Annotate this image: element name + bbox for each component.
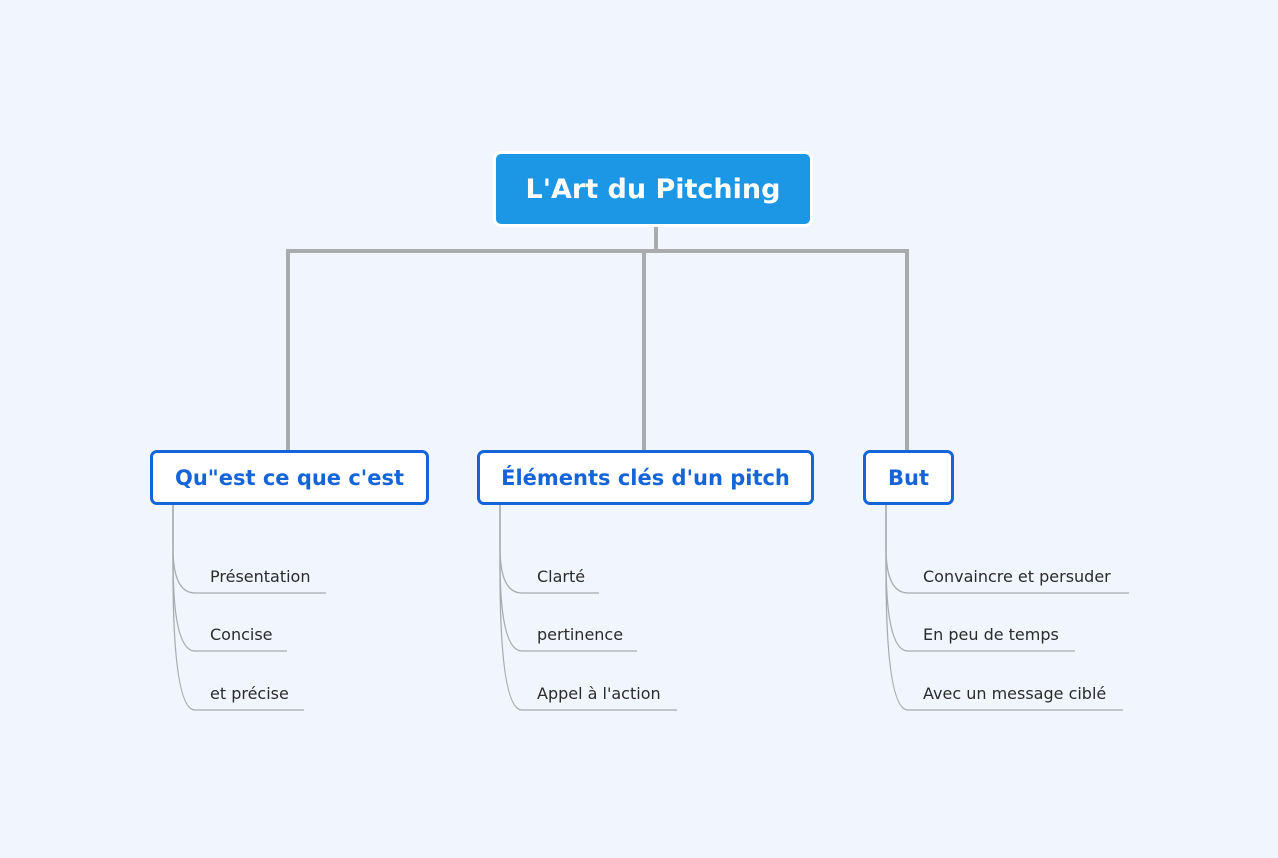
subtopic-relevance[interactable]: pertinence (537, 625, 624, 644)
sub-connector-2-3 (499, 505, 677, 711)
central-topic[interactable]: L'Art du Pitching (493, 151, 813, 227)
subtopic-clarity[interactable]: Clarté (537, 567, 586, 586)
sub-connector-1-3 (172, 505, 304, 711)
subtopic-call-to-action[interactable]: Appel à l'action (537, 684, 661, 703)
main-topic-what-is-it[interactable]: Qu"est ce que c'est (150, 450, 429, 505)
subtopic-targeted-message[interactable]: Avec un message ciblé (923, 684, 1107, 703)
main-topic-key-elements[interactable]: Éléments clés d'un pitch (477, 450, 814, 505)
subtopic-convince[interactable]: Convaincre et persuder (923, 567, 1111, 586)
subtopic-concise[interactable]: Concise (210, 625, 273, 644)
trunk-connectors (286, 227, 909, 450)
main-topic-goal[interactable]: But (863, 450, 954, 505)
subtopic-presentation[interactable]: Présentation (210, 567, 311, 586)
sub-connector-3-3 (885, 505, 1123, 711)
subtopic-connectors (172, 505, 1129, 711)
subtopic-short-time[interactable]: En peu de temps (923, 625, 1059, 644)
subtopic-precise[interactable]: et précise (210, 684, 289, 703)
